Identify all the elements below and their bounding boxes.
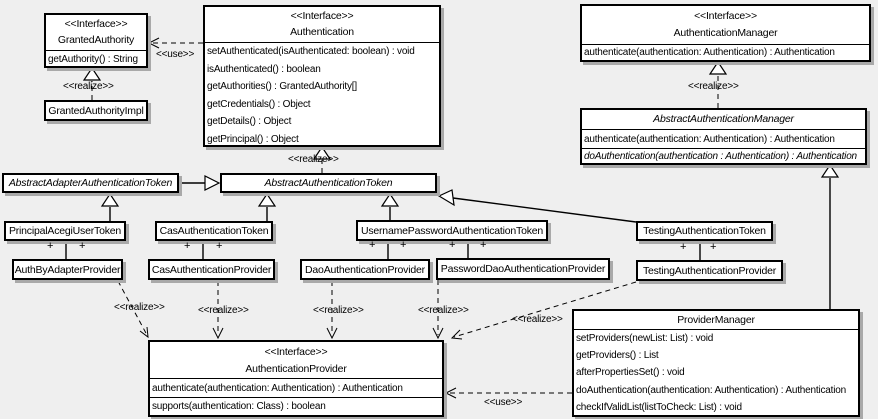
class-authentication: <<Interface>> Authentication setAuthenti… [203,5,441,147]
class-cas-authentication-token: CasAuthenticationToken [155,221,273,241]
assoc-end-plus: + [184,240,191,252]
class-name: AbstractAdapterAuthenticationToken [8,177,173,189]
triangle-realize-grantedauthority [82,66,102,81]
method: getProviders() : List [576,350,659,362]
method: getAuthorities() : GrantedAuthority[] [207,81,357,93]
edge-label-realize: <<realize>> [63,81,114,92]
arrow-use-authenticationprovider [444,387,457,399]
class-password-dao-authentication-provider: PasswordDaoAuthenticationProvider [436,258,610,280]
method: getPrincipal() : Object [207,133,299,145]
class-username-password-authentication-token: UsernamePasswordAuthenticationToken [356,220,548,241]
method: getDetails() : Object [207,116,292,128]
method-abstract: doAuthentication(authentication : Authen… [582,148,865,164]
method: authenticate(authentication: Authenticat… [582,44,869,60]
method: afterPropertiesSet() : void [576,367,685,379]
class-name: PrincipalAcegiUserToken [8,225,122,237]
assoc-end-plus: + [369,239,376,251]
edge-label-realize: <<realize>> [688,81,739,92]
class-name: GrantedAuthorityImpl [48,104,144,117]
class-name: AuthByAdapterProvider [14,263,121,276]
class-abstract-authentication-manager: AbstractAuthenticationManager authentica… [580,108,867,165]
arrow-realize-cas [212,327,224,340]
method: isAuthenticated() : boolean [207,63,321,75]
method: supports(authentication: Class) : boolea… [150,397,442,414]
class-name: GrantedAuthority [57,34,135,46]
method: setAuthenticated(isAuthenticated: boolea… [205,42,439,61]
edge-label-use: <<use>> [156,49,195,60]
class-name: TestingAuthenticationProvider [642,264,777,277]
class-name: Authentication [290,26,354,38]
class-name: DaoAuthenticationProvider [305,263,425,276]
assoc-end-plus: + [710,241,717,253]
method: setProviders(newList: List) : void [574,329,858,347]
edge-label-realize: <<realize>> [512,314,563,325]
edge-testing-token-generalization [452,197,637,223]
assoc-end-plus: + [216,240,223,252]
arrow-use-grantedauthority [147,37,160,49]
assoc-end-plus: + [449,239,456,251]
class-granted-authority: <<Interface>> GrantedAuthority getAuthor… [44,13,148,68]
class-name: PasswordDaoAuthenticationProvider [440,263,606,275]
method: doAuthentication(authentication: Authent… [576,384,846,396]
class-granted-authority-impl: GrantedAuthorityImpl [44,100,148,121]
triangle-realize-authenticationmanager [708,60,728,75]
triangle-generalize-adaptertoken [100,192,120,207]
stereotype-label: <<Interface>> [694,10,757,22]
class-name: CasAuthenticationToken [159,225,269,237]
arrow-realize-dao [326,327,338,340]
edge-label-realize: <<realize>> [198,305,249,316]
stereotype-label: <<Interface>> [64,18,128,30]
class-abstract-authentication-token: AbstractAuthenticationToken [220,173,437,193]
stereotype-label: <<Interface>> [264,346,328,358]
class-testing-authentication-token: TestingAuthenticationToken [636,221,773,241]
method: authenticate(authentication: Authenticat… [150,378,442,397]
class-cas-authentication-provider: CasAuthenticationProvider [148,259,275,280]
assoc-end-plus: + [79,240,86,252]
edge-label-use: <<use>> [484,397,523,408]
method: checkIfValidList(listToCheck: List) : vo… [576,401,742,413]
edge-label-realize: <<realize>> [114,302,165,313]
class-name: UsernamePasswordAuthenticationToken [360,224,544,237]
class-name: AuthenticationProvider [245,363,347,375]
triangle-generalize-abstracttoken-up [380,192,400,207]
class-name: AuthenticationManager [673,27,778,39]
class-auth-by-adapter-provider: AuthByAdapterProvider [12,259,123,280]
method: authenticate(authentication: Authenticat… [582,129,865,148]
class-name: AbstractAuthenticationManager [653,113,794,125]
assoc-end-plus: + [680,241,687,253]
class-name: AbstractAuthenticationToken [264,177,393,189]
assoc-end-plus: + [47,240,54,252]
triangle-generalize-abstracttoken-testing [437,189,455,207]
arrow-realize-passworddao [432,327,444,340]
class-testing-authentication-provider: TestingAuthenticationProvider [636,260,783,281]
arrow-realize-testing [450,329,463,340]
assoc-end-plus: + [400,239,407,251]
triangle-generalize-abstracttoken-cas [257,192,277,207]
class-dao-authentication-provider: DaoAuthenticationProvider [300,259,430,280]
edge-label-realize: <<realize>> [418,305,469,316]
class-name: CasAuthenticationProvider [151,263,272,276]
assoc-end-plus: + [480,239,487,251]
class-provider-manager: ProviderManager setProviders(newList: Li… [572,309,860,417]
class-name: ProviderManager [677,314,755,326]
edge-label-realize: <<realize>> [313,305,364,316]
class-authentication-provider: <<Interface>> AuthenticationProvider aut… [148,340,444,417]
class-abstract-adapter-authentication-token: AbstractAdapterAuthenticationToken [2,173,179,193]
edge-label-realize: <<realize>> [288,154,339,165]
stereotype-label: <<Interface>> [290,10,354,22]
triangle-generalize-abstractauthmanager [820,163,840,178]
class-authentication-manager: <<Interface>> AuthenticationManager auth… [580,4,871,62]
method: getCredentials() : Object [207,98,311,110]
arrow-realize-authbyadapter [139,326,149,339]
triangle-generalize-abstracttoken-right [204,175,221,191]
method: getAuthority() : String [46,50,146,67]
class-name: TestingAuthenticationToken [643,225,766,237]
class-principal-acegi-user-token: PrincipalAcegiUserToken [4,221,126,241]
